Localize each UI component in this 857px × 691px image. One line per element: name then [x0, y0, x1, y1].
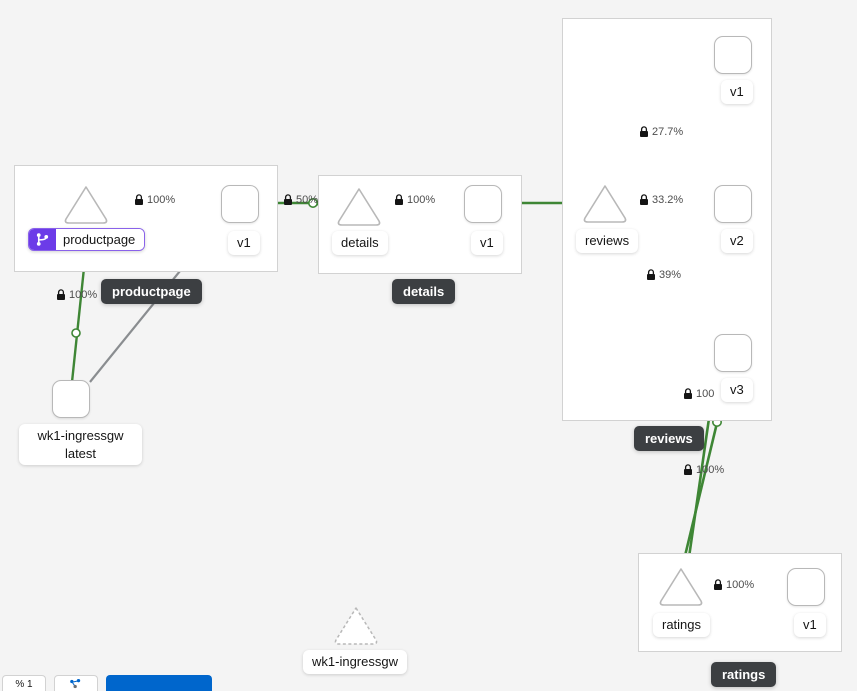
- edge-label-reviews-to-rev-v1: 27.7%: [639, 126, 683, 138]
- group-tooltip-details: details: [392, 279, 456, 304]
- lock-icon: [684, 388, 692, 399]
- edge-label-rev-v2-to-ratings: 100%: [683, 464, 724, 476]
- edge-percent: 33.2%: [652, 194, 684, 206]
- workflow-icon: [29, 229, 56, 250]
- edge-percent: 100%: [726, 579, 755, 591]
- edge-percent: 100%: [69, 289, 98, 301]
- group-tooltip-reviews: reviews: [634, 426, 704, 451]
- graph-icon: [70, 679, 81, 689]
- ghost-service-node-wk1-ingressgw[interactable]: [331, 604, 381, 653]
- lock-icon: [640, 126, 648, 137]
- lock-icon: [135, 194, 143, 205]
- edge-percent: 100%: [147, 194, 176, 206]
- node-label-ratings[interactable]: ratings: [653, 613, 711, 637]
- node-label-wk1-ingressgw-ghost[interactable]: wk1-ingressgw: [303, 650, 407, 674]
- edge-percent: 27.7%: [652, 126, 684, 138]
- edge-percent: 100: [696, 388, 715, 400]
- primary-action-button[interactable]: [106, 675, 212, 691]
- node-label-reviews[interactable]: reviews: [576, 229, 639, 253]
- edge-label-productpage-to-pp-v1: 100%: [134, 194, 175, 206]
- zoom-level-button[interactable]: % 1: [2, 675, 46, 691]
- edge-percent: 100%: [407, 194, 436, 206]
- node-label-ingressgw[interactable]: wk1-ingressgw latest: [19, 424, 142, 466]
- edge-percent: 39%: [659, 269, 682, 281]
- lock-icon: [284, 194, 292, 205]
- lock-icon: [684, 464, 692, 475]
- workload-node-rev-v3[interactable]: [714, 334, 752, 372]
- lock-icon: [57, 289, 65, 300]
- edge-label-rev-v3-to-ratings: 100: [683, 388, 714, 400]
- lock-icon: [714, 579, 722, 590]
- node-label-pp-v1[interactable]: v1: [228, 231, 260, 255]
- node-label-rev-v3[interactable]: v3: [721, 378, 753, 402]
- workload-node-rev-v2[interactable]: [714, 185, 752, 223]
- edge-label-ratings-to-rat-v1: 100%: [713, 579, 754, 591]
- edge-percent: 50%: [296, 194, 319, 206]
- lock-icon: [640, 194, 648, 205]
- edge-label-reviews-to-rev-v2: 33.2%: [639, 194, 683, 206]
- group-tooltip-ratings: ratings: [711, 662, 777, 687]
- node-label-rev-v2[interactable]: v2: [721, 229, 753, 253]
- bottom-toolbar[interactable]: % 1: [0, 675, 212, 691]
- edge-label-reviews-to-rev-v3: 39%: [646, 269, 681, 281]
- edge-label-pp-v1-to-details: 50%: [283, 194, 318, 206]
- node-label-det-v1[interactable]: v1: [471, 231, 503, 255]
- workload-node-det-v1[interactable]: [464, 185, 502, 223]
- group-tooltip-productpage: productpage: [101, 279, 202, 304]
- workload-node-ingressgw[interactable]: [52, 380, 90, 418]
- node-label-rev-v1[interactable]: v1: [721, 80, 753, 104]
- edge-label-details-to-det-v1: 100%: [394, 194, 435, 206]
- edge-label-ingressgw-to-productpage: 100%: [56, 289, 97, 301]
- workload-node-pp-v1[interactable]: [221, 185, 259, 223]
- node-label-line2: latest: [64, 445, 97, 461]
- workload-node-rat-v1[interactable]: [787, 568, 825, 606]
- node-label-line1: wk1-ingressgw: [37, 428, 124, 443]
- edge-percent: 100%: [696, 464, 725, 476]
- node-label-text: productpage: [56, 229, 145, 250]
- node-label-rat-v1[interactable]: v1: [794, 613, 826, 637]
- lock-icon: [395, 194, 403, 205]
- node-label-details[interactable]: details: [332, 231, 388, 255]
- layout-button[interactable]: [54, 675, 98, 691]
- workload-node-rev-v1[interactable]: [714, 36, 752, 74]
- node-label-productpage[interactable]: productpage: [28, 228, 146, 251]
- lock-icon: [647, 269, 655, 280]
